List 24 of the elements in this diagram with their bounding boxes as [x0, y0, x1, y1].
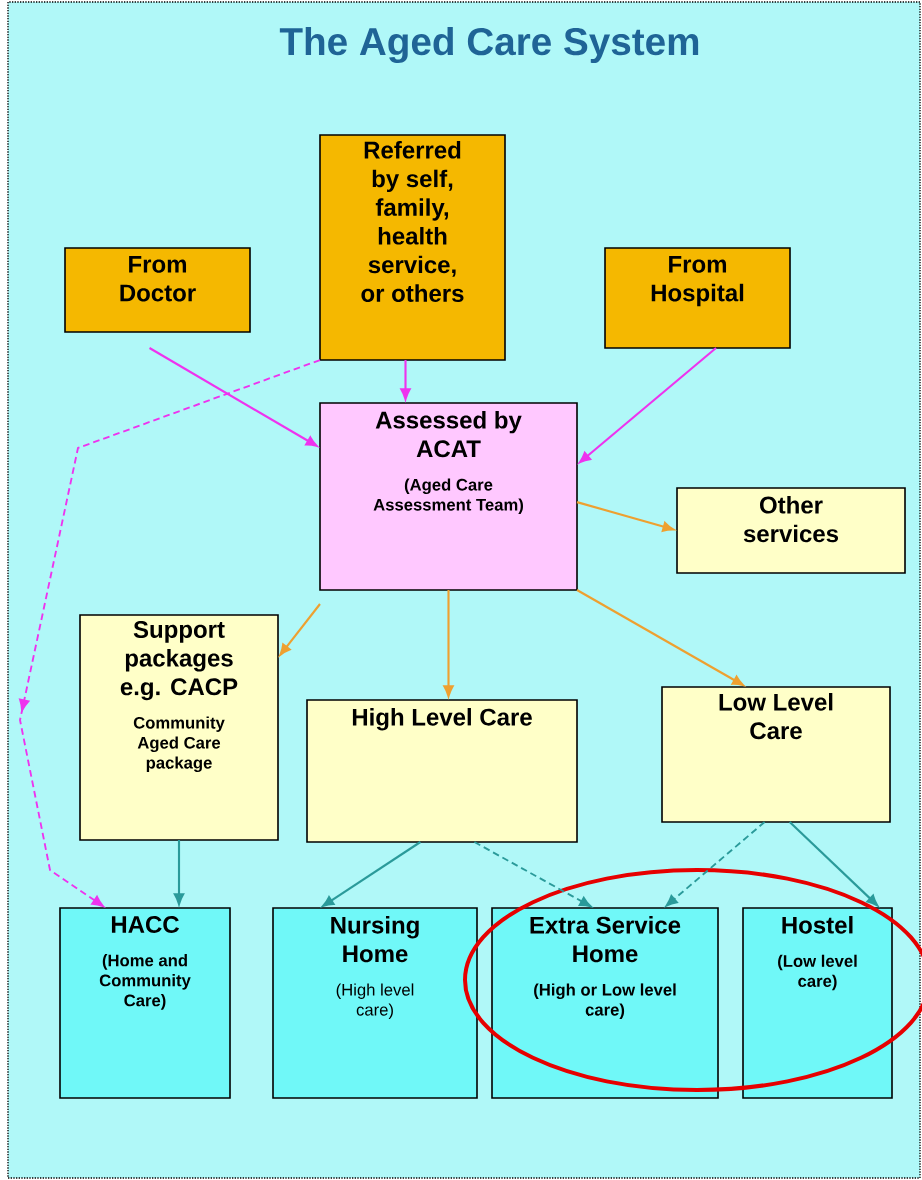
- arrow: [19, 359, 321, 907]
- care-option-box: Extra Service Home (High or Low level care): [491, 907, 719, 1099]
- arrow: [576, 589, 744, 687]
- service-box: Support packages e.g. CACP Community Aged Care package: [79, 614, 279, 841]
- assessment-box: Assessed by ACAT (Aged Care Assessment Team): [319, 402, 578, 591]
- source-box: Referred by self, family, health service, or others: [319, 134, 506, 361]
- arrow: [322, 841, 421, 907]
- service-box: Other services: [676, 487, 906, 574]
- care-option-box: Nursing Home (High level care): [272, 907, 478, 1099]
- care-option-box: HACC (Home and Community Care): [59, 907, 231, 1099]
- care-option-box: Hostel (Low level care): [742, 907, 893, 1099]
- title: The Aged Care System: [279, 26, 699, 64]
- arrow: [788, 821, 879, 907]
- source-box: From Hospital: [604, 247, 791, 349]
- arrow: [576, 501, 675, 532]
- arrow: [148, 347, 318, 447]
- arrow: [473, 841, 592, 908]
- arrow: [665, 821, 766, 907]
- service-box: High Level Care: [306, 699, 578, 843]
- source-box: From Doctor: [64, 247, 251, 333]
- arrow: [579, 347, 717, 464]
- arrow: [173, 840, 185, 905]
- service-box: Low Level Care: [661, 686, 891, 823]
- arrow: [279, 603, 321, 656]
